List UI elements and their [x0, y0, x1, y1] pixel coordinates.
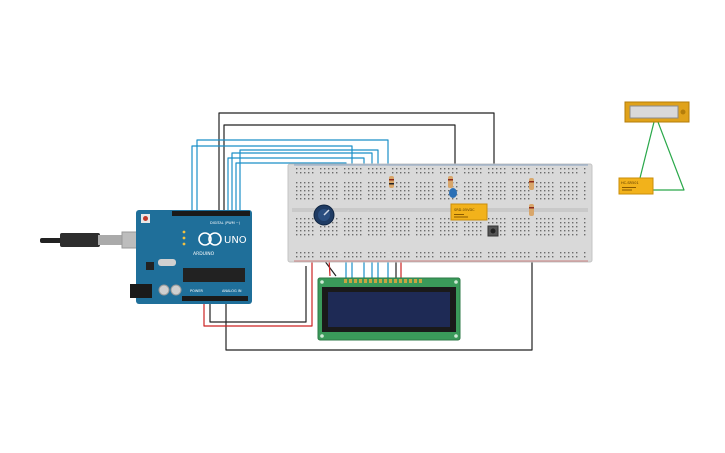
sensor-module[interactable]: HC-SR501	[618, 177, 654, 195]
resistor-4	[448, 176, 453, 188]
digital-header-label: DIGITAL (PWM ~)	[210, 221, 241, 225]
wire-black-bottom-2[interactable]	[209, 266, 307, 323]
power-header-label: POWER	[190, 289, 204, 293]
lcd-display[interactable]	[317, 277, 461, 341]
sensor-label: HC-SR501	[621, 181, 639, 185]
resistor-3	[529, 204, 534, 216]
wire-green-1[interactable]	[639, 121, 655, 179]
wire-black-top-2[interactable]	[223, 124, 456, 212]
wire-red-bottom[interactable]	[203, 262, 313, 327]
small-display-module[interactable]	[624, 101, 690, 123]
relay-label: SRD-05VDC	[454, 208, 475, 212]
pushbutton[interactable]	[487, 225, 499, 237]
lcd-pin-header	[344, 279, 422, 283]
analog-header-label: ANALOG IN	[222, 289, 242, 293]
resistor-1	[389, 176, 394, 188]
resistor-2	[529, 178, 534, 190]
arduino-brand-label: UNO	[224, 235, 247, 246]
potentiometer[interactable]	[313, 204, 335, 226]
arduino-uno-board[interactable]: UNO ARDUINO DIGITAL (PWM ~) POWER ANALOG…	[130, 210, 252, 304]
arduino-sub-label: ARDUINO	[193, 251, 215, 257]
usb-cable[interactable]	[40, 231, 145, 249]
relay-module[interactable]: SRD-05VDC	[450, 203, 488, 221]
led[interactable]	[449, 188, 457, 198]
arduino-logo-icon	[198, 232, 222, 246]
wire-black-bottom-1[interactable]	[225, 260, 533, 351]
wire-green-2[interactable]	[652, 121, 685, 191]
